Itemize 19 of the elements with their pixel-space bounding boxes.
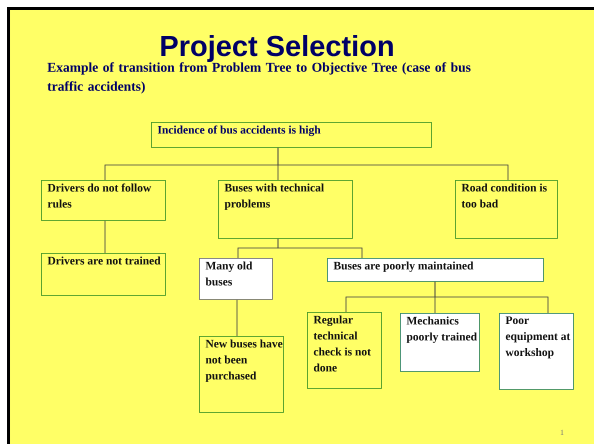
connector-line: [278, 238, 362, 258]
connector-line: [278, 148, 508, 180]
box: Mechanics poorly trained: [400, 313, 480, 372]
box: Many old buses: [199, 258, 273, 300]
box: Buses with technical problems: [218, 180, 353, 239]
box: New buses have not been purchased: [199, 336, 284, 413]
box: Regular technical check is not done: [307, 312, 382, 389]
box: Incidence of bus accidents is high: [151, 122, 432, 148]
subtitle: Example of transition from Problem Tree to Objective Tree (case of bus traffic accidents): [47, 62, 471, 94]
box: Poor equipment at workshop: [499, 313, 574, 390]
title: Project Selection: [161, 34, 393, 62]
connector-line: [236, 300, 238, 336]
box: Road condition is too bad: [455, 180, 558, 239]
connector-line: [434, 282, 548, 314]
page-number: 1: [560, 430, 564, 435]
box: Buses are poorly maintained: [327, 258, 544, 282]
box: Drivers do not follow rules: [41, 180, 166, 221]
box: Drivers are not trained: [41, 253, 166, 296]
connector-line: [104, 220, 106, 254]
